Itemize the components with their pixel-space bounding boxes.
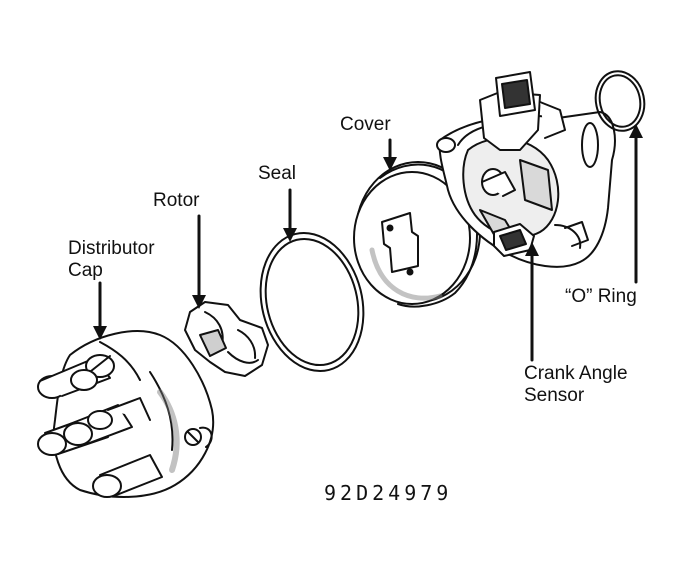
label-cover: Cover <box>340 114 391 135</box>
label-crank-angle-sensor-line1: Crank Angle <box>524 363 628 384</box>
arrowhead-o-ring <box>629 124 643 138</box>
figure-code: 92D24979 <box>324 481 453 505</box>
distributor-cap-drawing <box>37 330 215 498</box>
label-o-ring: “O” Ring <box>565 286 637 307</box>
arrowhead-cover <box>383 157 397 171</box>
label-rotor: Rotor <box>153 190 200 211</box>
label-crank-angle-sensor-line2: Sensor <box>524 385 585 406</box>
arrowhead-crank-angle-sensor <box>525 242 539 256</box>
o-ring-drawing <box>594 70 646 132</box>
label-seal: Seal <box>258 163 297 184</box>
seal-drawing <box>259 232 365 372</box>
housing-drawing <box>436 71 616 268</box>
arrowhead-rotor <box>192 295 206 309</box>
label-distributor-cap-line2: Cap <box>68 260 103 281</box>
arrowhead-distributor-cap <box>93 326 107 340</box>
arrowhead-seal <box>283 228 297 242</box>
rotor-drawing <box>184 301 269 377</box>
cover-drawing <box>353 161 481 308</box>
label-distributor-cap-line1: Distributor <box>68 238 155 259</box>
